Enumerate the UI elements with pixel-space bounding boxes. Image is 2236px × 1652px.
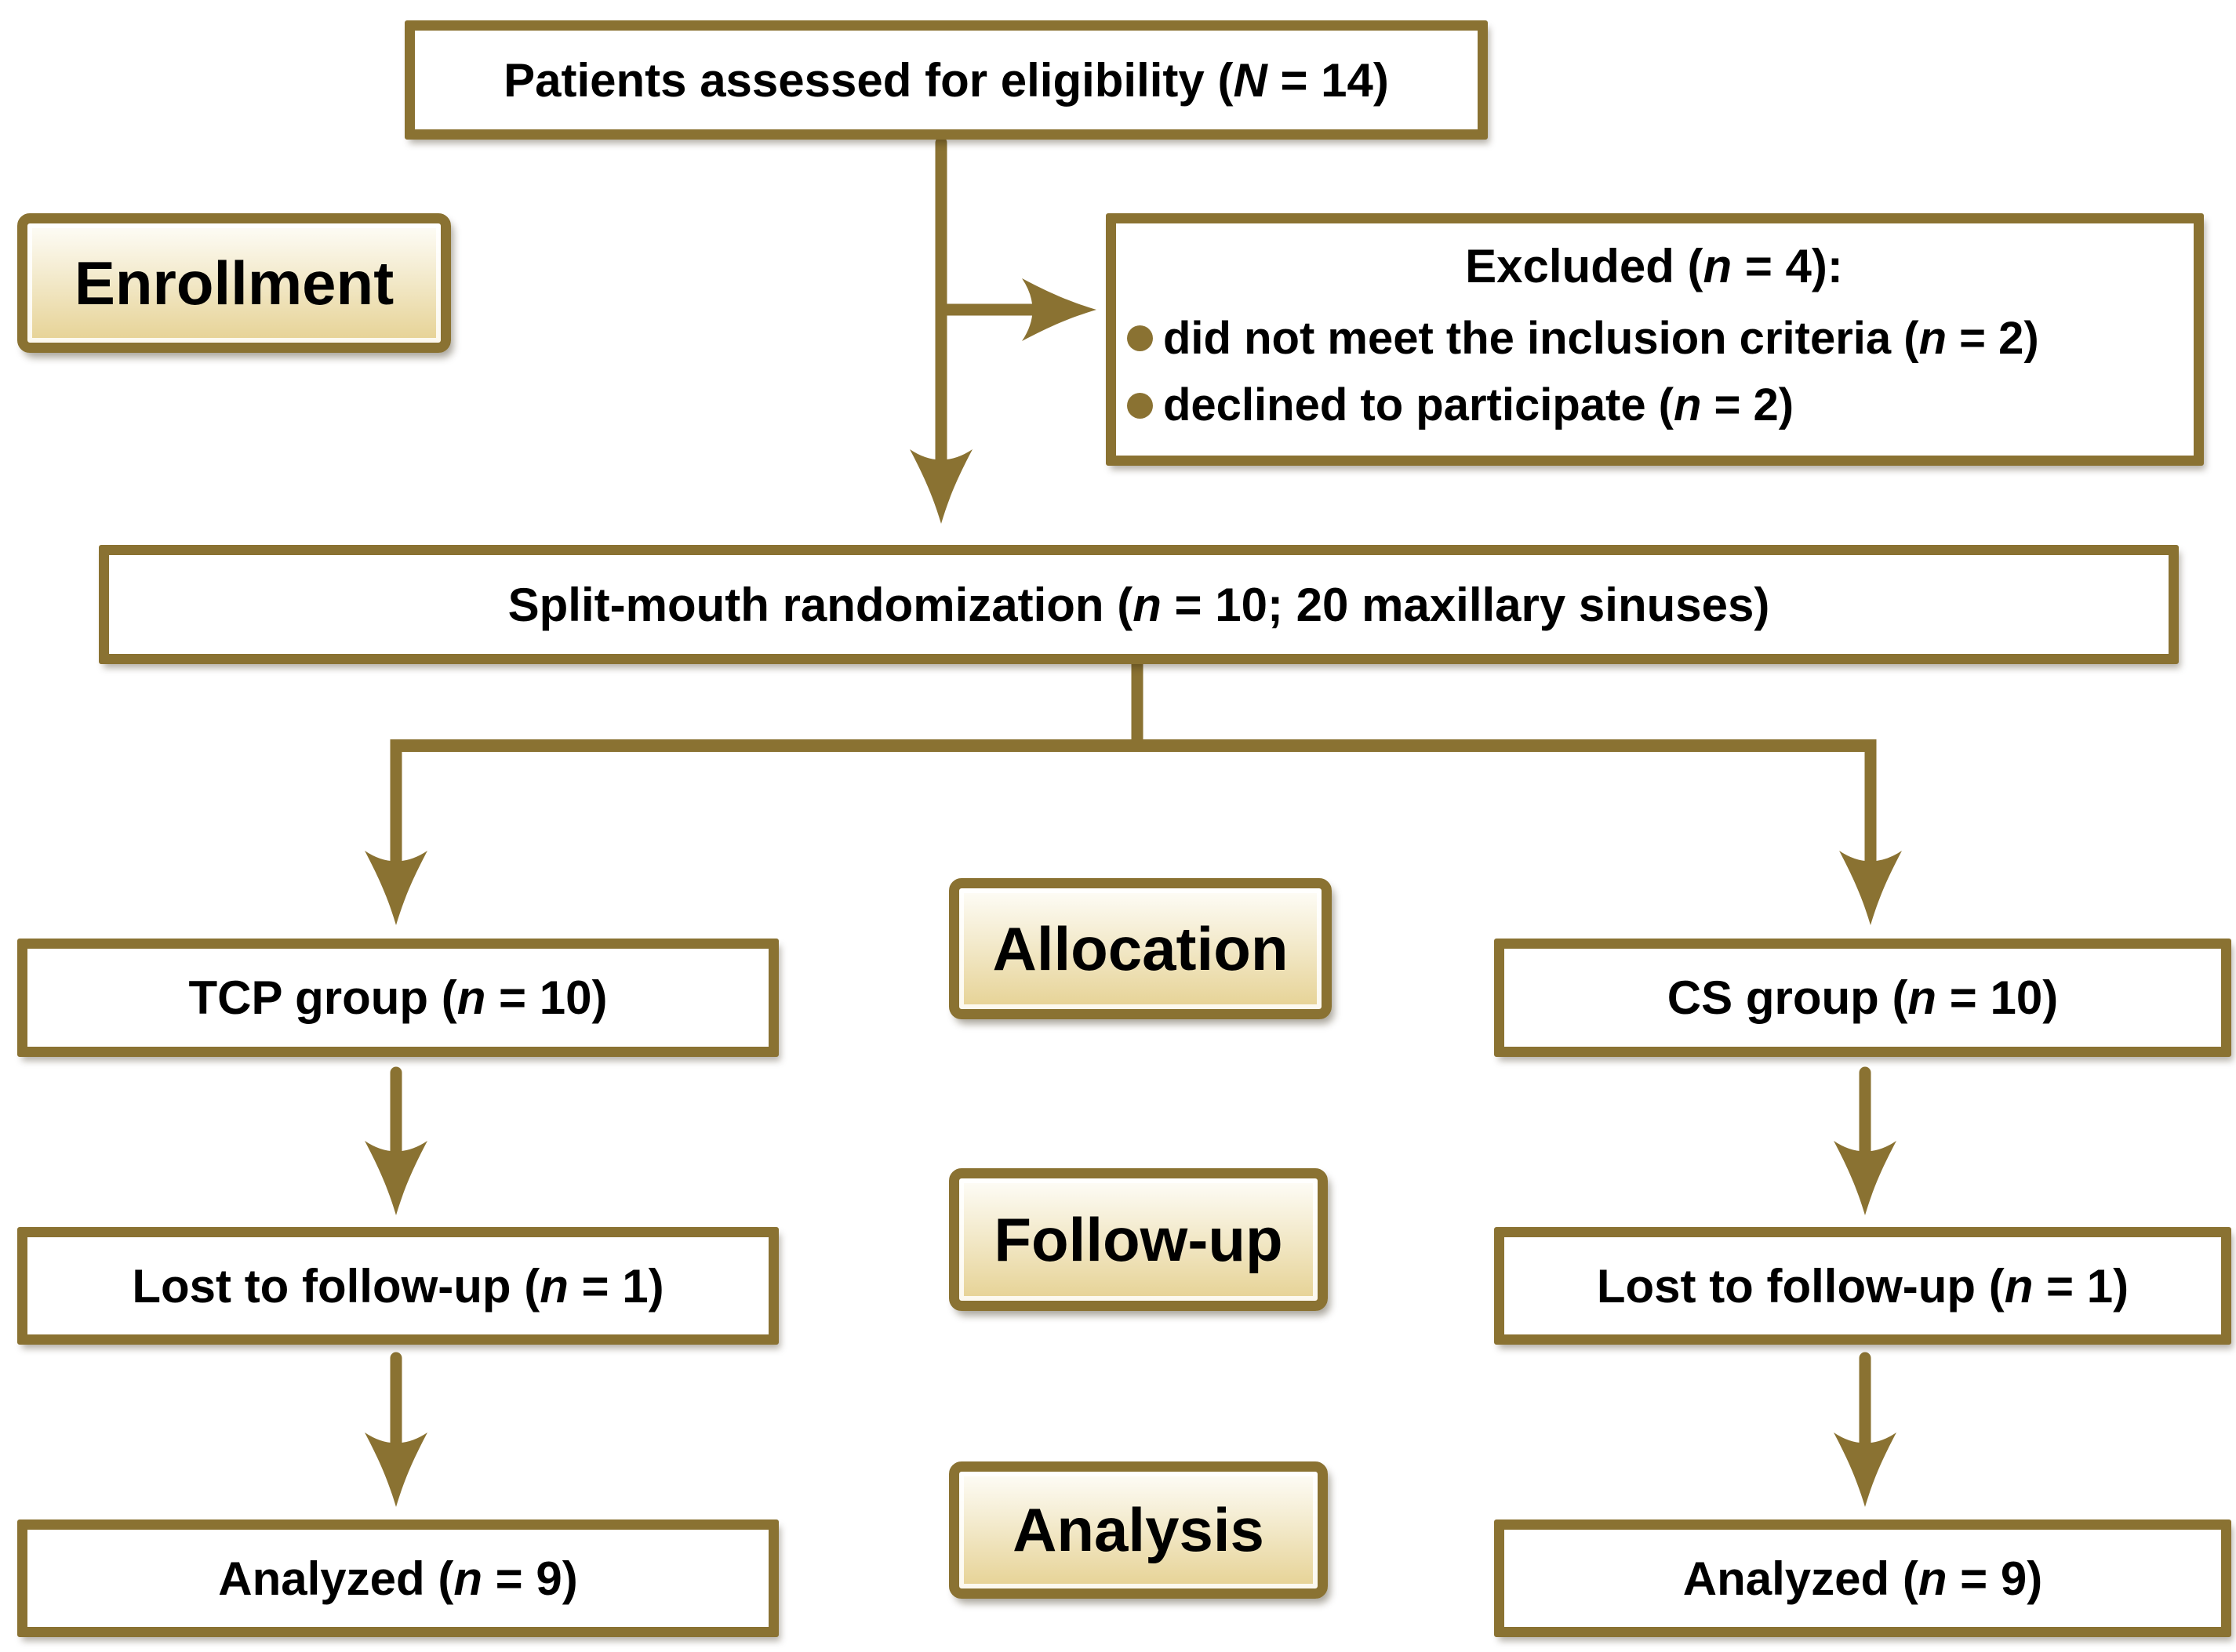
- arrow-to-excluded: [941, 278, 1096, 341]
- analyzed-left-box: Analyzed (n = 9): [17, 1519, 779, 1637]
- lost-followup-right-text: Lost to follow-up (n = 1): [1596, 1259, 2129, 1313]
- cs-group-text: CS group (n = 10): [1667, 971, 2059, 1024]
- eligibility-box: Patients assessed for eligibility (N = 1…: [405, 20, 1488, 140]
- excluded-bullet-text: declined to participate (n = 2): [1163, 379, 1794, 431]
- analysis-stage-text: Analysis: [1013, 1495, 1264, 1564]
- tcp-group-text: TCP group (n = 10): [188, 971, 608, 1024]
- arrow-tcp-to-lost: [365, 1066, 427, 1215]
- cs-group-box: CS group (n = 10): [1494, 939, 2231, 1057]
- arrow-branch-right: [1839, 739, 1902, 925]
- lost-followup-left-box: Lost to follow-up (n = 1): [17, 1227, 779, 1345]
- arrow-lost-to-analyzed-right: [1834, 1352, 1896, 1507]
- tcp-group-box: TCP group (n = 10): [17, 939, 779, 1057]
- bullet-dot-icon: [1127, 325, 1153, 352]
- lost-followup-left-text: Lost to follow-up (n = 1): [132, 1259, 664, 1313]
- enrollment-stage-label: Enrollment: [17, 213, 451, 353]
- excluded-box: Excluded (n = 4): did not meet the inclu…: [1106, 213, 2204, 466]
- analyzed-right-box: Analyzed (n = 9): [1494, 1519, 2231, 1637]
- analyzed-right-text: Analyzed (n = 9): [1682, 1552, 2043, 1605]
- excluded-bullet-text: did not meet the inclusion criteria (n =…: [1163, 313, 2039, 364]
- excluded-title: Excluded (n = 4):: [1465, 240, 1843, 292]
- arrow-branch-left: [365, 739, 427, 925]
- allocation-stage-label: Allocation: [949, 878, 1332, 1019]
- enrollment-stage-text: Enrollment: [74, 248, 394, 318]
- analysis-stage-label: Analysis: [949, 1461, 1328, 1599]
- arrow-cs-to-lost: [1834, 1066, 1896, 1215]
- followup-stage-text: Follow-up: [994, 1204, 1283, 1274]
- excluded-bullet-list: did not meet the inclusion criteria (n =…: [1127, 301, 2181, 435]
- arrow-eligibility-down: [910, 136, 973, 524]
- bullet-dot-icon: [1127, 392, 1153, 419]
- excluded-bullet-item: did not meet the inclusion criteria (n =…: [1127, 309, 2181, 368]
- randomization-text: Split-mouth randomization (n = 10; 20 ma…: [507, 578, 1770, 631]
- arrow-lost-to-analyzed-left: [365, 1352, 427, 1507]
- excluded-bullet-item: declined to participate (n = 2): [1127, 376, 2181, 434]
- allocation-stage-text: Allocation: [992, 913, 1289, 983]
- eligibility-text: Patients assessed for eligibility (N = 1…: [504, 53, 1389, 107]
- lost-followup-right-box: Lost to follow-up (n = 1): [1494, 1227, 2231, 1345]
- analyzed-left-text: Analyzed (n = 9): [218, 1552, 578, 1605]
- randomization-box: Split-mouth randomization (n = 10; 20 ma…: [99, 545, 2179, 664]
- followup-stage-label: Follow-up: [949, 1168, 1328, 1311]
